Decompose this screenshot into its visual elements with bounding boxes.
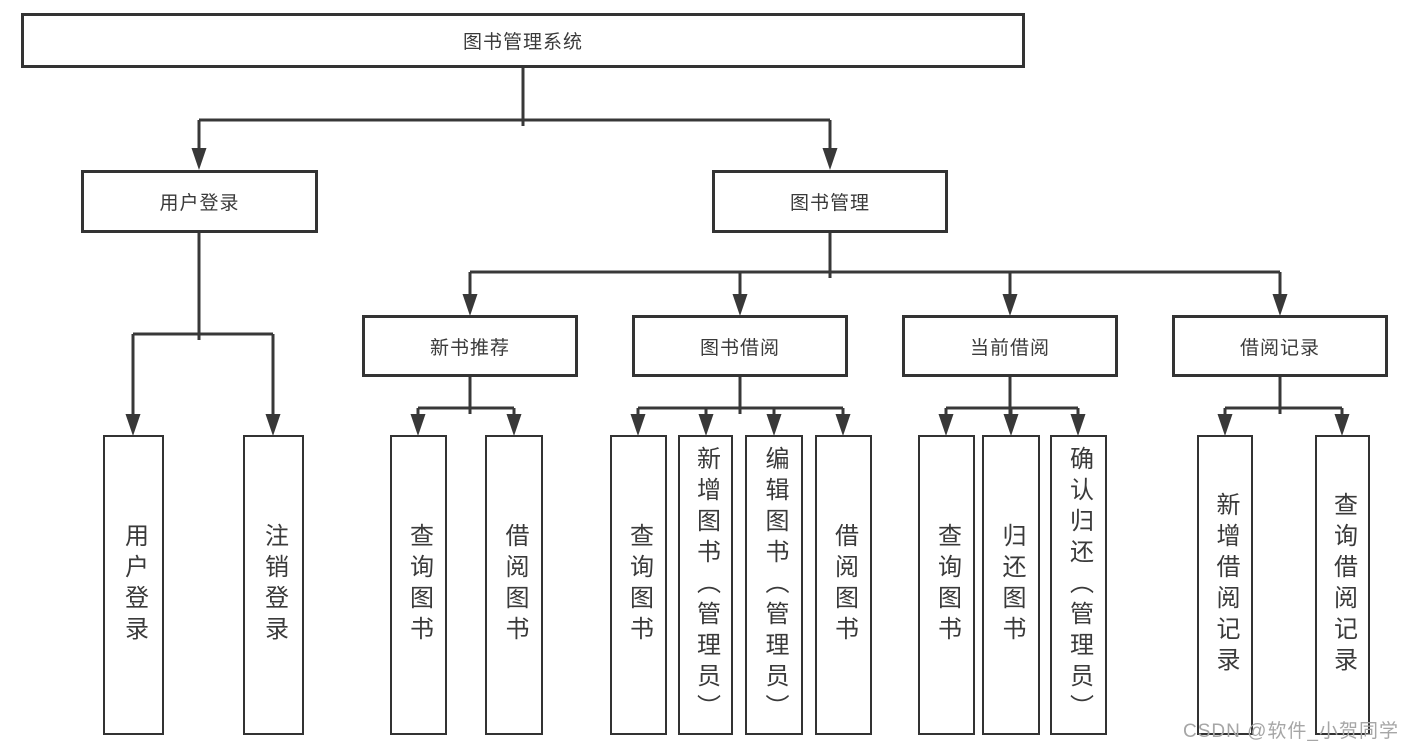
node-library-management-system: 图书管理系统 <box>21 13 1025 68</box>
leaf-add-books-admin: 新增图书（管理员） <box>678 435 733 735</box>
leaf-query-borrow-record: 查询借阅记录 <box>1315 435 1370 735</box>
leaf-confirm-return-admin-label: 确认归还（管理员） <box>1065 445 1093 725</box>
leaf-edit-books-admin-label: 编辑图书（管理员） <box>761 445 788 725</box>
leaf-edit-books-admin: 编辑图书（管理员） <box>745 435 803 735</box>
node-book-management-module: 图书管理 <box>712 170 948 233</box>
leaf-query-books-borrowing: 查询图书 <box>610 435 667 735</box>
node-current-borrowing: 当前借阅 <box>902 315 1118 377</box>
leaf-query-books-borrowing-label: 查询图书 <box>625 523 653 647</box>
leaf-add-borrow-record: 新增借阅记录 <box>1197 435 1253 735</box>
leaf-add-borrow-record-label: 新增借阅记录 <box>1212 492 1239 678</box>
node-borrowing-records: 借阅记录 <box>1172 315 1388 377</box>
leaf-query-books-current-label: 查询图书 <box>933 523 961 647</box>
leaf-query-books-recommend: 查询图书 <box>390 435 447 735</box>
leaf-confirm-return-admin: 确认归还（管理员） <box>1050 435 1107 735</box>
arrowheads <box>125 148 1350 436</box>
leaf-borrow-books-recommend-label: 借阅图书 <box>501 523 528 647</box>
csdn-watermark: CSDN @软件_小贺同学 <box>1183 721 1399 742</box>
leaf-user-login: 用户登录 <box>103 435 164 735</box>
leaf-borrow-books: 借阅图书 <box>815 435 872 735</box>
leaf-user-login-label: 用户登录 <box>120 523 148 647</box>
node-new-book-recommendation: 新书推荐 <box>362 315 578 377</box>
leaf-borrow-books-label: 借阅图书 <box>830 523 858 647</box>
leaf-logout: 注销登录 <box>243 435 304 735</box>
leaf-return-books: 归还图书 <box>982 435 1040 735</box>
leaf-return-books-label: 归还图书 <box>998 523 1025 647</box>
leaf-borrow-books-recommend: 借阅图书 <box>485 435 543 735</box>
leaf-query-books-recommend-label: 查询图书 <box>405 523 433 647</box>
node-book-borrowing: 图书借阅 <box>632 315 848 377</box>
leaf-logout-label: 注销登录 <box>260 523 288 647</box>
leaf-query-books-current: 查询图书 <box>918 435 975 735</box>
node-user-login-module: 用户登录 <box>81 170 318 233</box>
leaf-add-books-admin-label: 新增图书（管理员） <box>692 445 720 725</box>
leaf-query-borrow-record-label: 查询借阅记录 <box>1329 492 1357 678</box>
